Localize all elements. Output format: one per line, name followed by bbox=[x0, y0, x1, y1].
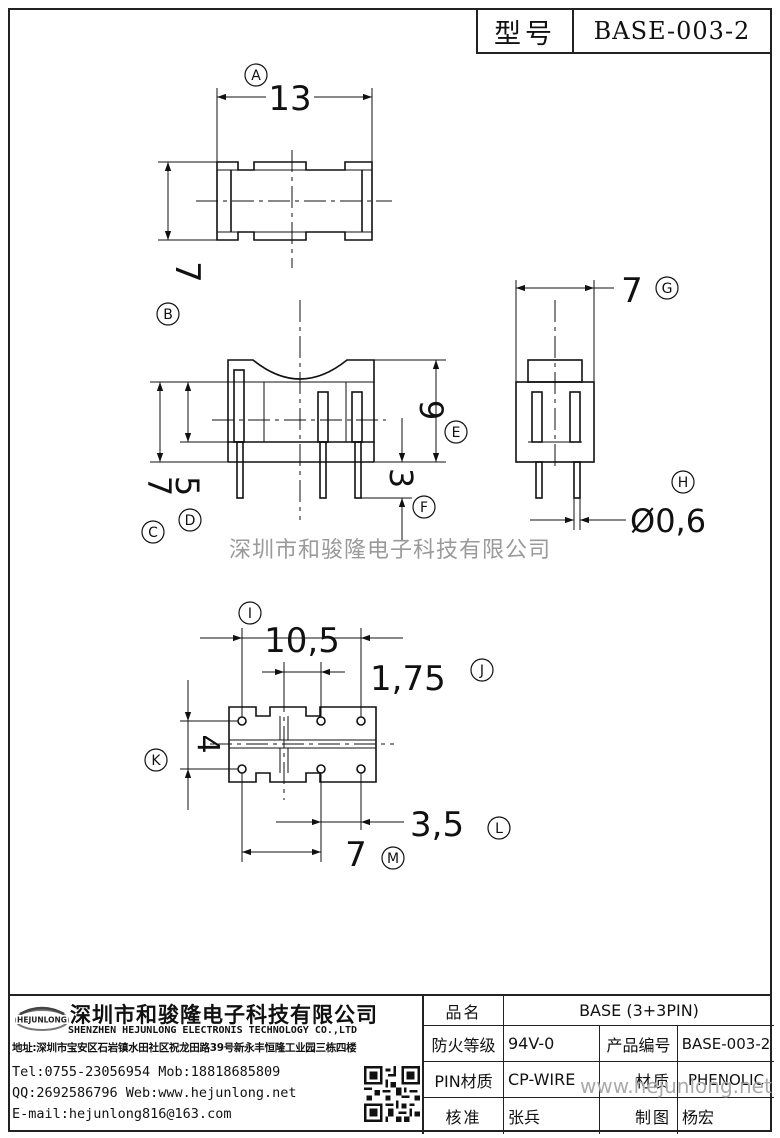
product-name-label: 品名 bbox=[424, 996, 504, 1026]
fire-rating-value: 94V-0 bbox=[504, 1026, 600, 1062]
mark-b: B bbox=[163, 307, 173, 323]
product-name-value: BASE (3+3PIN) bbox=[504, 996, 774, 1026]
mark-k: K bbox=[151, 753, 161, 769]
dim-h-value: Ø0,6 bbox=[630, 502, 706, 540]
mark-i: I bbox=[248, 606, 252, 622]
dim-m-value: 7 bbox=[345, 835, 367, 875]
product-code-value: BASE-003-2 bbox=[678, 1026, 774, 1062]
watermark: 深圳市和骏隆电子科技有限公司 bbox=[228, 538, 551, 563]
technical-drawing: 13 7 7 5 9 3 7 Ø0,6 10,5 1,75 4 3,5 7 A … bbox=[140, 63, 706, 875]
company-logo-icon: HEJUNLONG bbox=[15, 1006, 69, 1031]
mark-d: D bbox=[185, 513, 196, 529]
company-info: HEJUNLONG 深圳市和骏隆电子科技有限公司 SHENZHEN HEJUNL… bbox=[8, 996, 422, 1134]
dim-f-value: 3 bbox=[382, 468, 420, 488]
contact-email: E-mail:hejunlong816@163.com bbox=[12, 1106, 232, 1122]
dim-d-value: 5 bbox=[168, 476, 206, 496]
bottom-view bbox=[180, 628, 404, 862]
side-view bbox=[515, 280, 626, 530]
mark-f: F bbox=[420, 500, 428, 516]
drawing-frame bbox=[8, 8, 772, 1132]
pin-material-value: CP-WIRE bbox=[504, 1062, 600, 1098]
dim-l-value: 3,5 bbox=[410, 805, 464, 845]
mark-j: J bbox=[479, 663, 484, 679]
approved-by-label: 核准 bbox=[424, 1098, 504, 1134]
material-value: PHENOLIC bbox=[678, 1062, 774, 1098]
company-name-en: SHENZHEN HEJUNLONG ELECTRONIS TECHNOLOGY… bbox=[68, 1025, 357, 1036]
company-name-cn: 深圳市和骏隆电子科技有限公司 bbox=[70, 1003, 378, 1027]
qr-code-icon bbox=[364, 1066, 420, 1122]
contact-phone: Tel:0755-23056954 Mob:18818685809 bbox=[12, 1064, 281, 1080]
dim-b-value: 7 bbox=[167, 261, 207, 283]
logo-text: HEJUNLONG bbox=[17, 1016, 67, 1025]
dim-j-value: 1,75 bbox=[370, 659, 446, 699]
drawn-by-label: 制图 bbox=[600, 1098, 678, 1134]
company-address: 地址:深圳市宝安区石岩镇水田社区祝龙田路39号新永丰恒隆工业园三栋四楼 bbox=[12, 1042, 357, 1054]
mark-e: E bbox=[452, 425, 461, 441]
approved-by-value: 张兵 bbox=[504, 1098, 600, 1134]
product-code-label: 产品编号 bbox=[600, 1026, 678, 1062]
dim-k-value: 4 bbox=[190, 734, 225, 753]
dim-g-value: 7 bbox=[621, 271, 643, 311]
fire-rating-label: 防火等级 bbox=[424, 1026, 504, 1062]
contact-qq-web: QQ:2692586796 Web:www.hejunlong.net bbox=[12, 1085, 297, 1101]
drawn-by-value: 杨宏 bbox=[682, 1108, 715, 1127]
top-view bbox=[158, 88, 392, 268]
dim-e-value: 9 bbox=[412, 400, 450, 420]
dim-c-value: 7 bbox=[140, 476, 178, 496]
spec-table: 品名 BASE (3+3PIN) 防火等级 94V-0 产品编号 BASE-00… bbox=[422, 996, 774, 1134]
model-label: 型号 bbox=[476, 8, 574, 54]
model-number: BASE-003-2 bbox=[572, 8, 772, 54]
mark-a: A bbox=[251, 68, 261, 84]
dim-i-value: 10,5 bbox=[264, 621, 340, 661]
mark-l: L bbox=[495, 821, 503, 837]
dim-a-value: 13 bbox=[268, 79, 311, 119]
mark-c: C bbox=[148, 525, 158, 541]
mark-h: H bbox=[678, 475, 689, 491]
material-label: 材质 bbox=[600, 1062, 678, 1098]
front-view bbox=[150, 300, 446, 540]
watermark-url: www.hejunlong.net bbox=[580, 1074, 772, 1098]
title-block: HEJUNLONG 深圳市和骏隆电子科技有限公司 SHENZHEN HEJUNL… bbox=[8, 994, 774, 1134]
mark-g: G bbox=[662, 281, 673, 297]
mark-m: M bbox=[387, 851, 399, 867]
pin-material-label: PIN材质 bbox=[424, 1062, 504, 1098]
